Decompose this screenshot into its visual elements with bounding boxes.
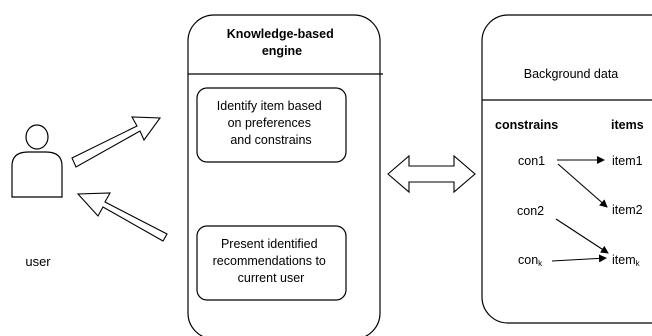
engine-title-line1: Knowledge-based [227, 27, 334, 41]
present-line-3: current user [238, 271, 305, 285]
identify-items-box [196, 87, 347, 163]
identify-line-2: on preferences [228, 116, 311, 130]
item-item1-text: item1 [612, 154, 643, 168]
constraint-con1: con1 [518, 154, 545, 168]
item-itemk: itemk [612, 253, 641, 268]
identify-line-1: Identify item based [217, 99, 322, 113]
present-recommendations-box [196, 225, 347, 301]
user-label: user [25, 254, 51, 269]
constraint-conk-sub: k [538, 259, 543, 268]
item-item2: item2 [612, 203, 643, 217]
request-arrow-icon [71, 116, 162, 168]
mapping-arrow-conk-itemk [551, 254, 607, 263]
constraint-con1-text: con1 [518, 154, 545, 168]
item-item1: item1 [612, 154, 643, 168]
engine-title-line2: engine [262, 44, 302, 58]
constraint-conk: conk [518, 253, 543, 268]
present-line-1: Present identified [221, 237, 318, 251]
user-actor-icon [11, 124, 63, 198]
engine-title: Knowledge-based engine [227, 27, 337, 58]
item-itemk-sub: k [636, 259, 641, 268]
item-item2-text: item2 [612, 203, 643, 217]
present-line-2: recommendations to [213, 254, 326, 268]
constraints-header: constrains [495, 118, 558, 132]
background-title: Background data [524, 67, 619, 81]
identify-items-text: Identify item based on preferences and c… [217, 99, 325, 147]
mapping-arrow-con2-itemk [555, 218, 609, 254]
items-header: items [611, 118, 644, 132]
item-itemk-base: item [612, 253, 636, 267]
constraint-conk-base: con [518, 253, 538, 267]
present-recommendations-text: Present identified recommendations to cu… [213, 237, 330, 285]
identify-line-3: and constrains [230, 133, 311, 147]
response-arrow-icon [76, 192, 168, 242]
background-data-container [481, 14, 652, 324]
mapping-arrow-con1-item2 [557, 163, 608, 208]
constraint-con2: con2 [517, 204, 544, 218]
constraint-con2-text: con2 [517, 204, 544, 218]
exchange-arrow-icon [387, 154, 476, 194]
